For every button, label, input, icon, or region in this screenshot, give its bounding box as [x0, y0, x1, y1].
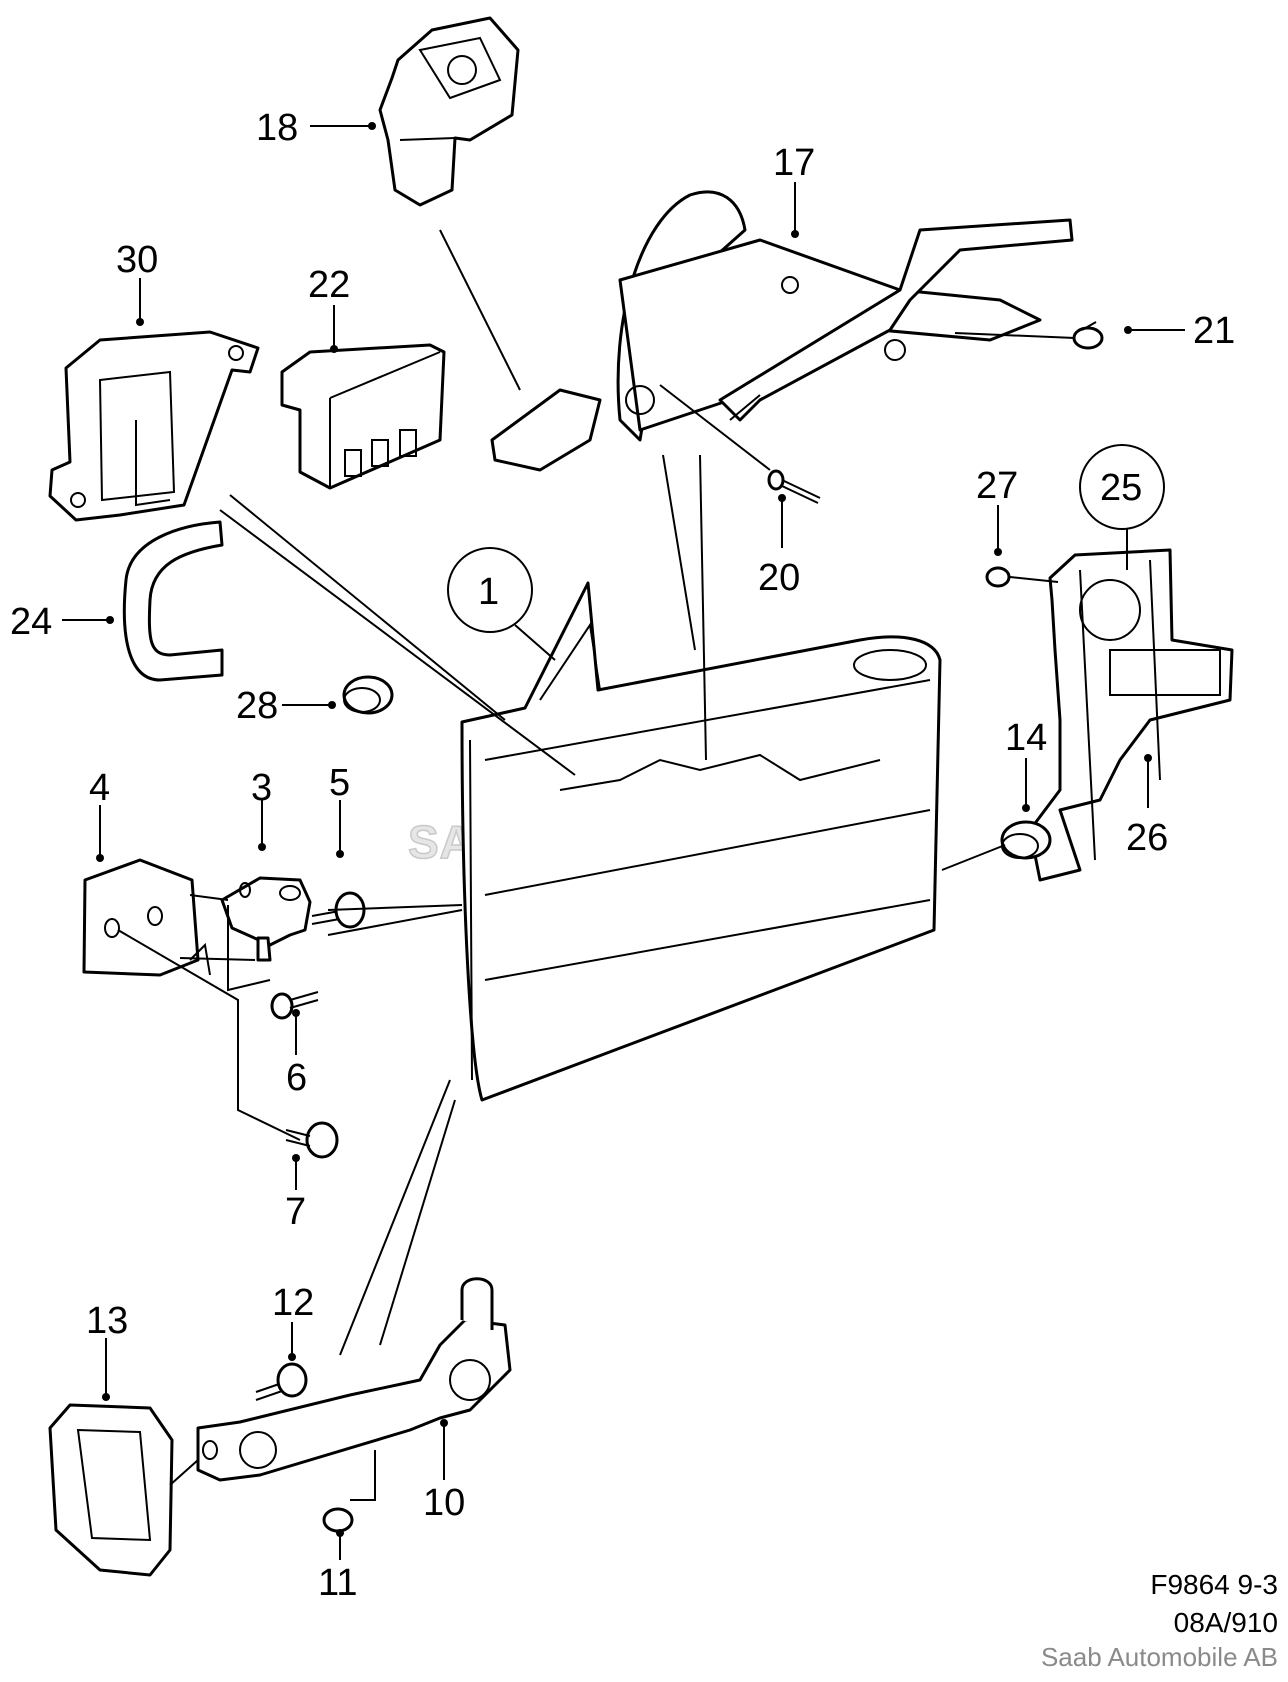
callout-3: 3 — [251, 767, 272, 809]
callout-4: 4 — [89, 767, 110, 809]
callout-17: 17 — [773, 142, 815, 184]
part-4-hinge-plate — [82, 858, 211, 977]
part-3-hinge — [220, 876, 312, 962]
callout-1: 1 — [478, 571, 499, 613]
footer: F9864 9-3 08A/910 Saab Automobile AB — [1041, 1569, 1278, 1672]
footer-code: F9864 9-3 — [1150, 1569, 1278, 1600]
part-7-bolt — [285, 1121, 339, 1159]
callout-7: 7 — [285, 1191, 306, 1233]
callout-30: 30 — [116, 239, 158, 281]
callout-24: 24 — [10, 601, 52, 643]
callout-21: 21 — [1193, 310, 1235, 352]
part-6-bolt — [270, 991, 319, 1020]
part-25-lock-assembly — [1028, 548, 1234, 882]
part-28-plug — [342, 675, 394, 715]
footer-ref: 08A/910 — [1174, 1607, 1278, 1638]
explode-lines — [117, 229, 1076, 1501]
callout-18: 18 — [256, 107, 298, 149]
part-1-door-panel — [460, 581, 942, 1102]
part-17-window-regulator — [490, 190, 1074, 472]
part-10-check-strap — [196, 1277, 512, 1482]
part-13-gasket — [48, 1403, 174, 1577]
callout-leaders — [62, 122, 1185, 1560]
callout-circle-25 — [1079, 444, 1165, 530]
part-30-lock-module — [48, 330, 260, 522]
callout-5: 5 — [329, 762, 350, 804]
callout-13: 13 — [86, 1300, 128, 1342]
callout-14: 14 — [1005, 717, 1047, 759]
part-14-plug — [1000, 820, 1052, 860]
part-27-fastener — [985, 566, 1011, 588]
part-18-window-motor — [378, 16, 520, 207]
part-24-seal-strip — [122, 520, 224, 682]
part-11-nut — [322, 1507, 354, 1533]
callout-labels: 1 3 4 5 6 7 10 11 12 13 14 17 18 20 21 2… — [10, 107, 1235, 1604]
callout-25: 25 — [1100, 467, 1142, 509]
part-20-bolt — [767, 469, 821, 504]
callout-circles — [447, 444, 1165, 633]
part-21-clip — [1072, 321, 1104, 350]
callout-26: 26 — [1126, 817, 1168, 859]
callout-27: 27 — [976, 465, 1018, 507]
callout-28: 28 — [236, 685, 278, 727]
callout-11: 11 — [318, 1562, 357, 1604]
callout-6: 6 — [286, 1057, 307, 1099]
callout-20: 20 — [758, 557, 800, 599]
callout-circle-1 — [447, 547, 533, 633]
callout-12: 12 — [272, 1282, 314, 1324]
part-22-connector-block — [280, 343, 446, 490]
part-12-bolt — [255, 1362, 308, 1401]
footer-copyright: Saab Automobile AB — [1041, 1642, 1278, 1672]
callout-10: 10 — [423, 1482, 465, 1524]
callout-22: 22 — [308, 264, 350, 306]
